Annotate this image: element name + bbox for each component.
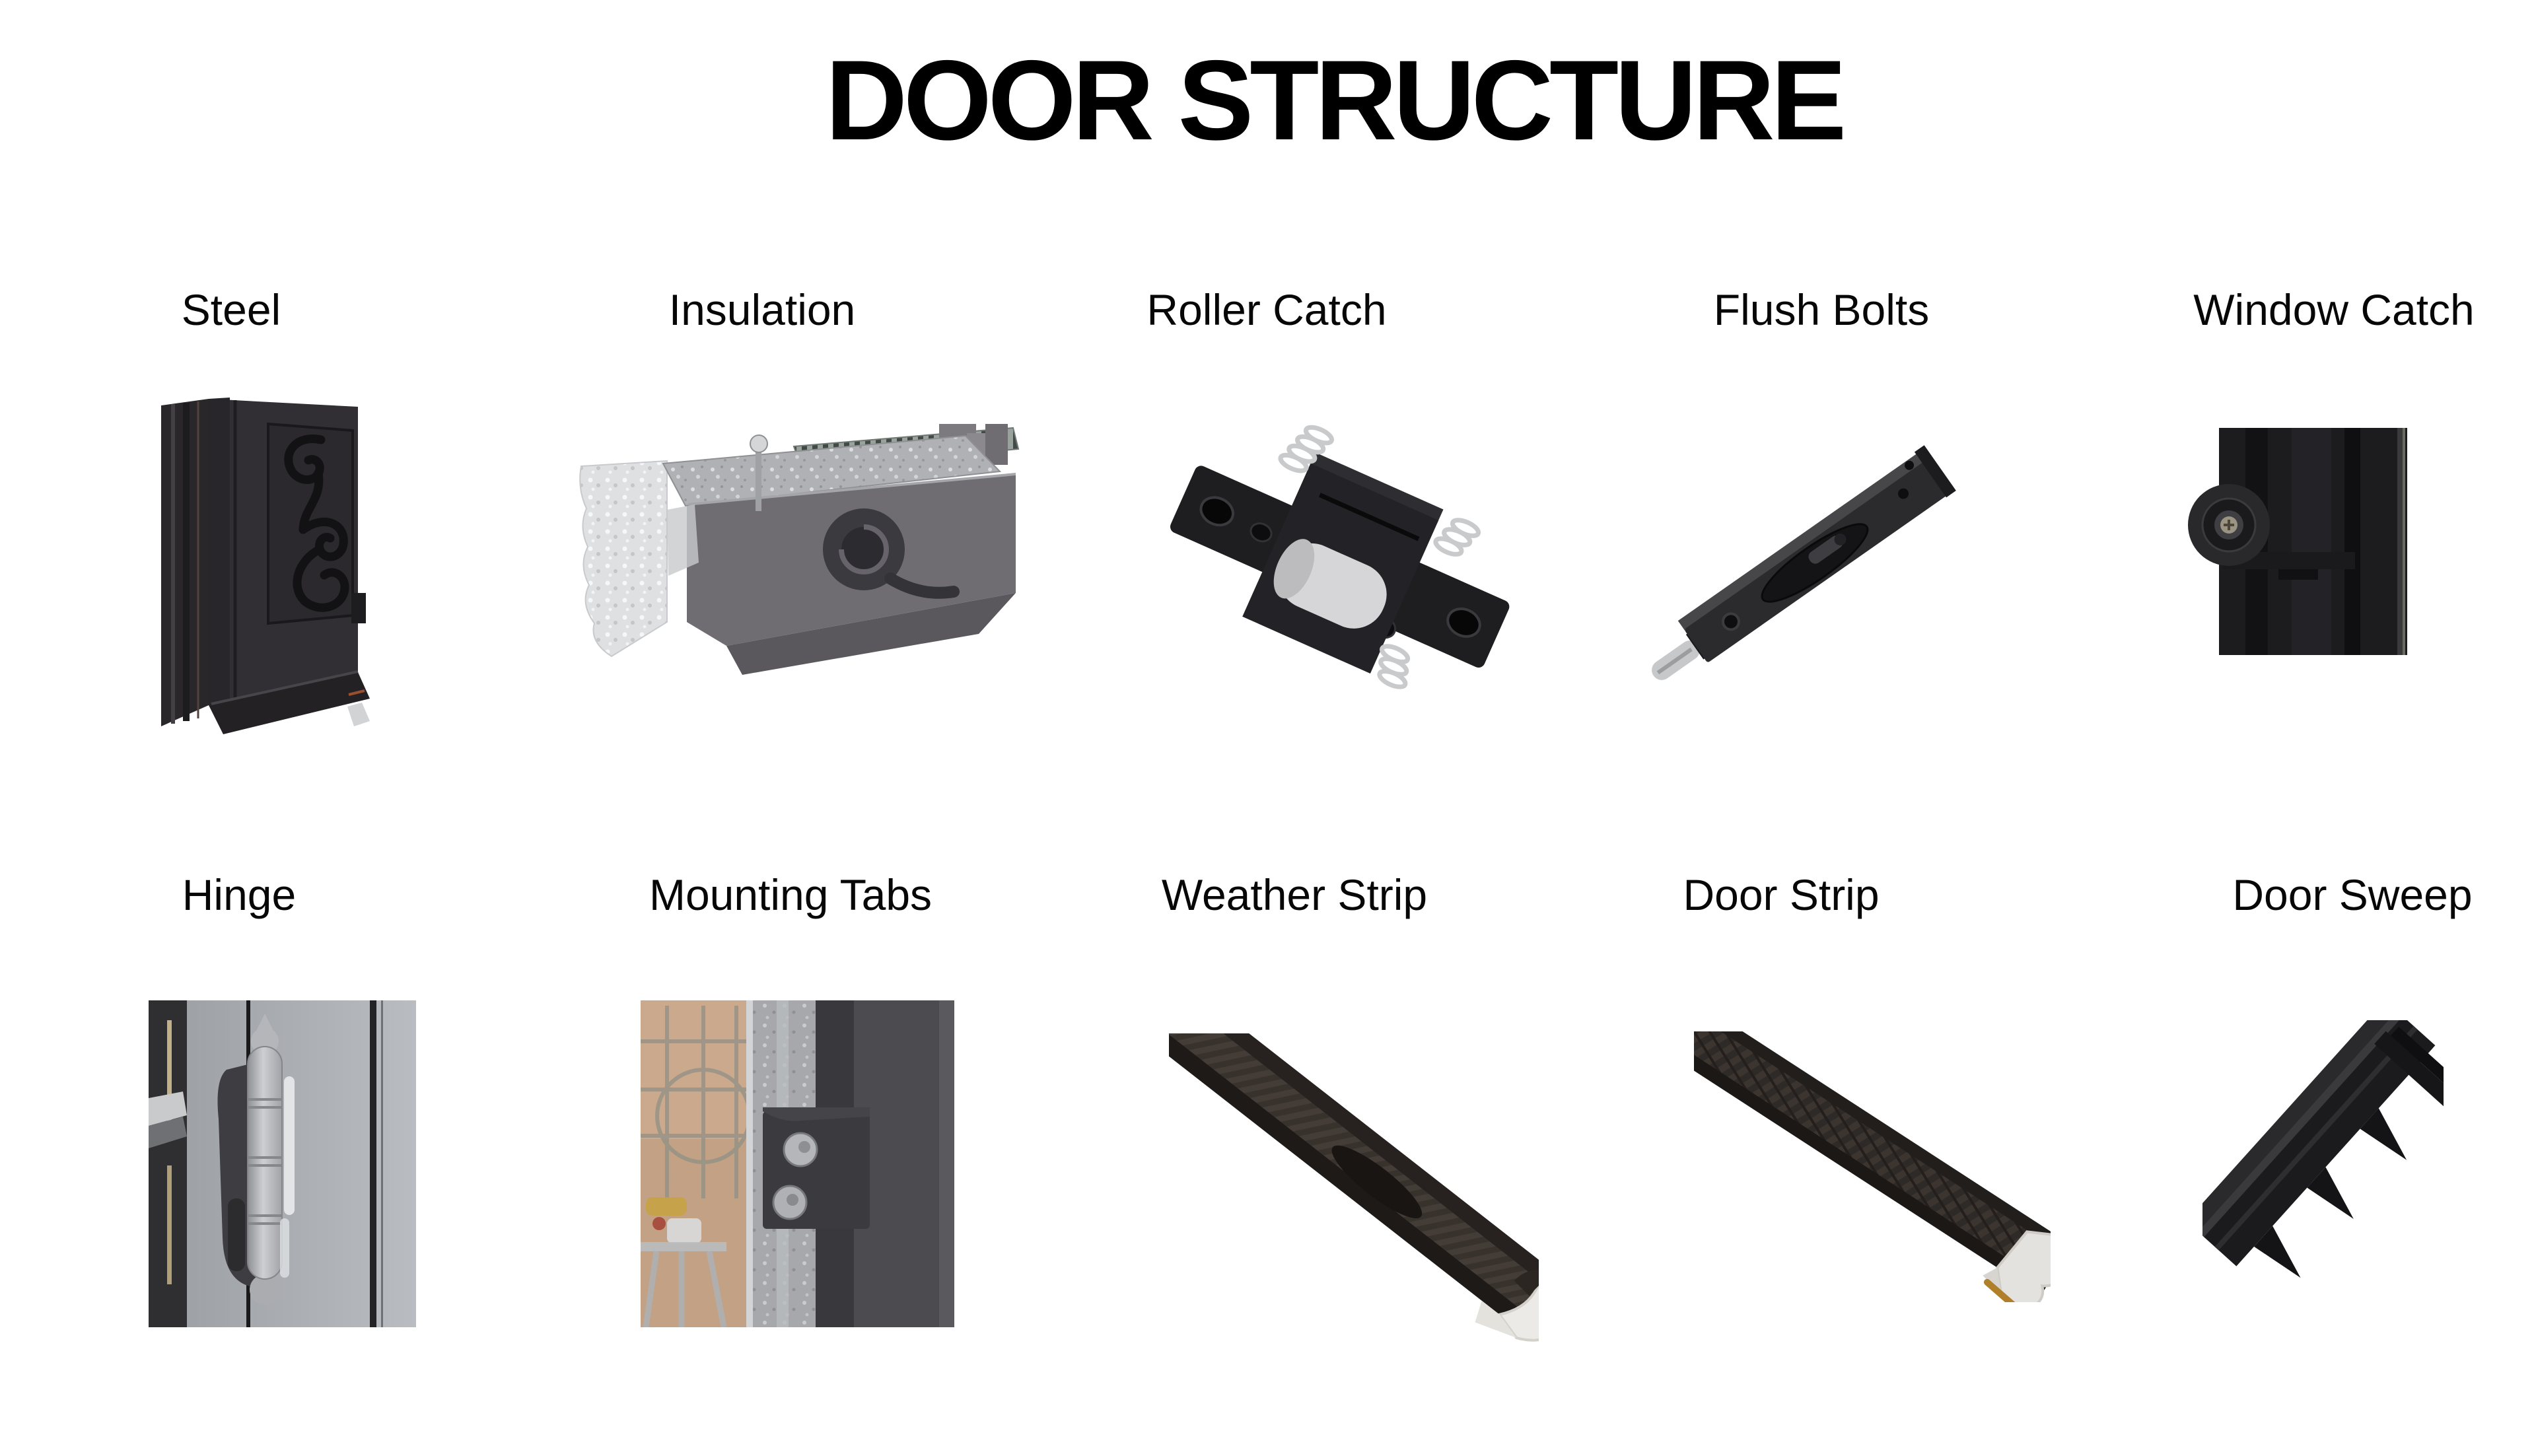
- hinge-photo-container: [149, 1000, 416, 1327]
- flush-bolt-photo-container: [1651, 404, 1975, 728]
- roller-catch-image: [1170, 425, 1510, 689]
- door-strip-image: [1694, 1031, 2051, 1302]
- label-flush-bolts: Flush Bolts: [1713, 285, 1930, 334]
- label-mounting-tabs: Mounting Tabs: [649, 870, 933, 919]
- door-strip-photo-container: [1694, 1031, 2051, 1302]
- door-sweep-photo-container: [2202, 1020, 2444, 1291]
- mounting-tab-image: [641, 1000, 954, 1327]
- label-door-strip: Door Strip: [1683, 870, 1880, 919]
- steel-door-corner-image: [161, 398, 370, 734]
- label-steel: Steel: [181, 285, 281, 334]
- window-catch-image: [2188, 428, 2407, 655]
- label-roller-catch: Roller Catch: [1146, 285, 1387, 334]
- barrel-hinge-image: [149, 1000, 416, 1327]
- weather-strip-photo-container: [1169, 1033, 1539, 1347]
- window-catch-photo-container: [2179, 423, 2447, 660]
- weather-strip-image: [1169, 1033, 1539, 1342]
- roller-catch-photo-container: [1138, 400, 1534, 750]
- flush-bolt-image: [1652, 445, 1956, 680]
- insulation-cutaway-image: [579, 424, 1020, 675]
- label-insulation: Insulation: [668, 285, 856, 334]
- label-hinge: Hinge: [182, 870, 297, 919]
- label-window-catch: Window Catch: [2193, 285, 2475, 334]
- page-title: DOOR STRUCTURE: [825, 37, 1847, 164]
- label-weather-strip: Weather Strip: [1161, 870, 1428, 919]
- label-door-sweep: Door Sweep: [2232, 870, 2473, 919]
- steel-photo-container: [152, 396, 370, 734]
- door-sweep-image: [2202, 1020, 2444, 1278]
- mounting-tab-photo-container: [641, 1000, 954, 1327]
- insulation-photo-container: [569, 424, 1025, 688]
